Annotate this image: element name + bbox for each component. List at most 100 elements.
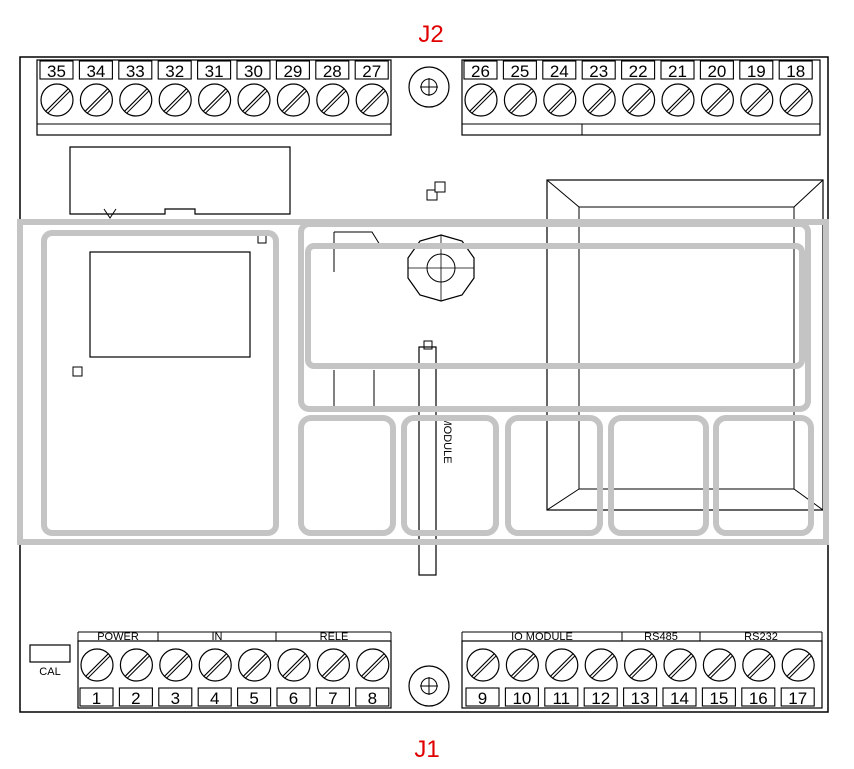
terminal-label-16: 16: [741, 687, 776, 708]
terminal-screw-16: [742, 648, 776, 682]
terminal-label-23: 23: [581, 60, 616, 81]
terminal-label-17: 17: [780, 687, 815, 708]
bottom-left-terminal-block: [77, 631, 392, 709]
terminal-screw-7: [316, 648, 350, 682]
cal-label: CAL: [39, 666, 60, 678]
terminal-screw-33: [119, 83, 153, 117]
rs232-group-label: RS232: [744, 631, 778, 643]
terminal-number: 12: [591, 689, 610, 708]
terminal-screw-20: [700, 83, 735, 117]
terminal-label-20: 20: [699, 60, 734, 81]
module-slot: [418, 340, 437, 576]
terminal-number: 27: [362, 62, 381, 81]
terminal-number: 5: [249, 689, 258, 708]
terminal-label-33: 33: [118, 60, 153, 81]
terminal-screw-32: [158, 83, 192, 117]
terminal-screw-5: [238, 648, 272, 682]
terminal-label-25: 25: [502, 60, 537, 81]
j1-connector-label: J1: [414, 736, 439, 763]
terminal-screw-26: [464, 83, 498, 117]
corner-mark: [257, 234, 267, 244]
terminal-label-29: 29: [275, 60, 310, 81]
terminal-number: 16: [749, 689, 768, 708]
terminal-number: 23: [589, 62, 608, 81]
bottom-right-terminal-block: [461, 631, 823, 709]
bottom-mounting-screw: [408, 665, 450, 707]
terminal-screw-25: [503, 83, 538, 117]
terminal-screw-11: [545, 648, 579, 682]
terminal-number: 6: [289, 689, 298, 708]
terminal-number: 15: [709, 689, 728, 708]
terminal-label-4: 4: [197, 687, 232, 708]
terminal-number: 32: [165, 62, 184, 81]
terminal-number: 8: [368, 689, 377, 708]
front-panel-overlay: [17, 219, 829, 545]
terminal-screw-14: [663, 648, 697, 682]
terminal-label-3: 3: [158, 687, 193, 708]
terminal-number: 2: [131, 689, 140, 708]
j2-connector-label: J2: [418, 21, 443, 48]
small-component: [426, 181, 446, 201]
terminal-label-1: 1: [79, 687, 114, 708]
terminal-number: 18: [786, 62, 805, 81]
terminal-screw-24: [543, 83, 577, 117]
terminal-number: 34: [86, 62, 105, 81]
terminal-number: 10: [512, 689, 531, 708]
terminal-number: 17: [788, 689, 807, 708]
io-module-group-label: IO MODULE: [511, 631, 573, 643]
terminal-number: 26: [471, 62, 490, 81]
terminal-number: 13: [631, 689, 650, 708]
terminal-label-9: 9: [465, 687, 500, 708]
terminal-number: 25: [510, 62, 529, 81]
terminal-label-7: 7: [315, 687, 350, 708]
terminal-label-11: 11: [544, 687, 579, 708]
relay-component: [333, 231, 381, 407]
terminal-label-31: 31: [197, 60, 232, 81]
terminal-screw-9: [466, 648, 500, 682]
terminal-screw-17: [781, 648, 815, 682]
terminal-label-21: 21: [660, 60, 695, 81]
terminal-screw-29: [276, 83, 310, 117]
terminal-screw-23: [582, 83, 616, 117]
terminal-screw-4: [198, 648, 232, 682]
terminal-label-35: 35: [39, 60, 74, 81]
terminal-screw-30: [237, 83, 271, 117]
terminal-screw-22: [621, 83, 656, 117]
terminal-screw-2: [119, 648, 153, 682]
top-left-terminal-block: [36, 59, 392, 136]
terminal-number: 3: [171, 689, 180, 708]
rele-group-label: RELE: [320, 631, 349, 643]
terminal-label-14: 14: [662, 687, 697, 708]
terminal-screw-13: [623, 648, 658, 682]
display-chip: [89, 251, 251, 358]
terminal-label-2: 2: [118, 687, 153, 708]
terminal-screw-18: [779, 83, 813, 117]
terminal-screw-21: [661, 83, 695, 117]
terminal-number: 24: [550, 62, 569, 81]
terminal-screw-6: [277, 648, 311, 682]
terminal-number: 4: [210, 689, 219, 708]
terminal-number: 7: [328, 689, 337, 708]
terminal-label-6: 6: [276, 687, 311, 708]
terminal-label-18: 18: [778, 60, 813, 81]
rs485-group-label: RS485: [644, 631, 678, 643]
terminal-screw-15: [702, 648, 737, 682]
terminal-number: 31: [205, 62, 224, 81]
terminal-number: 28: [323, 62, 342, 81]
test-point: [72, 366, 83, 377]
lcd-display-bezel: [546, 179, 824, 511]
terminal-number: 21: [668, 62, 687, 81]
terminal-label-22: 22: [621, 60, 656, 81]
terminal-screw-1: [80, 648, 114, 682]
terminal-number: 30: [244, 62, 263, 81]
terminal-number: 33: [126, 62, 145, 81]
terminal-number: 35: [47, 62, 66, 81]
terminal-label-32: 32: [157, 60, 192, 81]
top-mounting-screw: [408, 66, 450, 108]
terminal-screw-10: [505, 648, 540, 682]
in-group-label: IN: [212, 631, 223, 643]
terminal-label-28: 28: [315, 60, 350, 81]
terminal-number: 1: [92, 689, 101, 708]
